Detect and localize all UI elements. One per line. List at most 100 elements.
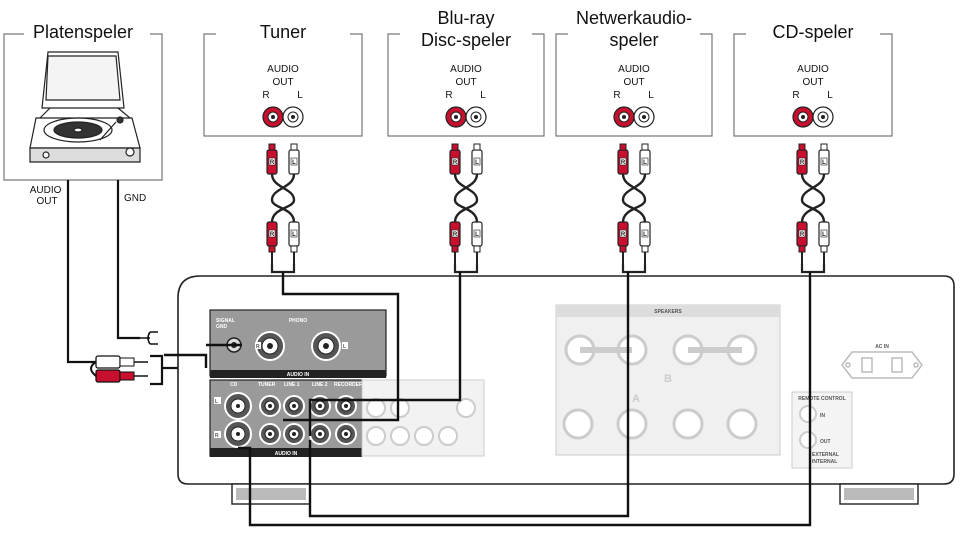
l-label: L	[297, 90, 303, 101]
line-input-jack[interactable]	[283, 395, 305, 417]
out-label: OUT	[802, 77, 823, 88]
phono-l-jack[interactable]	[311, 331, 341, 361]
plug-r-label: R	[800, 160, 805, 166]
svg-text:INTERNAL: INTERNAL	[812, 459, 837, 465]
audio-in-bottom-label: AUDIO IN	[275, 451, 298, 457]
rca-plug-l: L	[471, 221, 483, 253]
rca-plug-r: R	[796, 221, 808, 253]
ground-fork-icon	[140, 331, 158, 345]
plug-l-label: L	[822, 232, 826, 238]
speakers-label: SPEAKERS	[654, 309, 682, 315]
line-input-jack[interactable]	[283, 423, 305, 445]
audio-label: AUDIO	[267, 64, 299, 75]
plug-l-label: L	[643, 232, 647, 238]
phono-label: PHONO	[289, 318, 307, 324]
line-input-jack[interactable]	[224, 392, 252, 420]
turntable-device: Platenspeler	[3, 22, 163, 181]
svg-text:EXTERNAL: EXTERNAL	[812, 452, 839, 458]
audio-label: AUDIO	[618, 64, 650, 75]
turntable-cables	[66, 180, 140, 364]
turntable-label: Platenspeler	[33, 22, 133, 42]
svg-text:IN: IN	[820, 413, 825, 419]
source-label: Disc-speler	[421, 30, 511, 50]
rca-jack-l[interactable]	[633, 106, 655, 128]
l-label: L	[648, 90, 654, 101]
cd-input-label: CD	[230, 382, 238, 388]
bluray-cable	[308, 272, 462, 436]
source-label: CD-speler	[772, 22, 853, 42]
svg-text:R: R	[215, 433, 219, 439]
svg-text:OUT: OUT	[820, 439, 831, 445]
line-input-jack[interactable]	[309, 423, 331, 445]
rca-plug-l: L	[818, 221, 830, 253]
plug-r-label: R	[453, 160, 458, 166]
r-label: R	[792, 90, 799, 101]
turntable-audio-out-label: AUDIO OUT	[30, 185, 64, 207]
signal-gnd-label: SIGNAL	[216, 318, 235, 324]
rca-cable: R L R L	[449, 143, 483, 274]
plug-r-label: R	[800, 232, 805, 238]
line-input-jack[interactable]	[224, 420, 252, 448]
ac-in-label: AC IN	[875, 344, 889, 350]
rca-jack-r[interactable]	[792, 106, 814, 128]
source-label: Netwerkaudio-	[576, 8, 692, 28]
source-label: speler	[609, 30, 658, 50]
rca-plug-r: R	[266, 143, 278, 175]
r-label: R	[613, 90, 620, 101]
r-label: R	[262, 90, 269, 101]
line-input-jack[interactable]	[259, 423, 281, 445]
tuner-cable	[281, 272, 400, 422]
svg-text:L: L	[215, 399, 218, 405]
amplifier-rear-panel: AUDIO IN SIGNAL GND PHONO R L AUDIO IN C…	[177, 275, 955, 505]
recorder-label: RECORDER	[334, 382, 363, 388]
rca-plug-l: L	[288, 143, 300, 175]
source-label: Tuner	[260, 22, 306, 42]
source-label: Blu-ray	[437, 8, 494, 28]
remote-control-label: REMOTE CONTROL	[798, 396, 846, 402]
svg-text:GND: GND	[216, 324, 228, 330]
rca-plug-r: R	[449, 221, 461, 253]
line-input-jack[interactable]	[335, 423, 357, 445]
rca-jack-r[interactable]	[613, 106, 635, 128]
plug-l-label: L	[643, 160, 647, 166]
turntable-icon	[29, 51, 141, 163]
line-input-jack[interactable]	[259, 395, 281, 417]
rca-jack-l[interactable]	[812, 106, 834, 128]
rca-plug-r: R	[617, 221, 629, 253]
rca-jack-l[interactable]	[465, 106, 487, 128]
rca-jack-l[interactable]	[282, 106, 304, 128]
plug-l-label: L	[475, 232, 479, 238]
out-label: OUT	[455, 77, 476, 88]
turntable-audio-cable	[66, 180, 96, 364]
rca-plug-l: L	[471, 143, 483, 175]
line2-input-label: LINE 2	[312, 382, 328, 388]
phono-r-jack[interactable]	[255, 331, 285, 361]
rca-plug-l: L	[288, 221, 300, 253]
svg-text:R: R	[256, 344, 260, 350]
rca-plug-l: L	[818, 143, 830, 175]
rca-jack-r[interactable]	[262, 106, 284, 128]
audio-in-top-label: AUDIO IN	[287, 372, 310, 378]
audio-label: AUDIO	[450, 64, 482, 75]
cd-cable	[238, 272, 812, 527]
plug-l-label: L	[292, 232, 296, 238]
input-cables	[164, 272, 812, 527]
l-label: L	[827, 90, 833, 101]
r-label: R	[445, 90, 452, 101]
rca-plug-r: R	[266, 221, 278, 253]
rca-plug-r: R	[796, 143, 808, 175]
rca-jack-r[interactable]	[445, 106, 467, 128]
ac-inlet	[841, 351, 923, 379]
rca-plug-l: L	[639, 221, 651, 253]
plug-r-label: R	[453, 232, 458, 238]
speaker-b-label: B	[664, 373, 672, 385]
turntable-gnd-cable	[116, 180, 140, 340]
l-label: L	[480, 90, 486, 101]
plug-l-label: L	[475, 160, 479, 166]
